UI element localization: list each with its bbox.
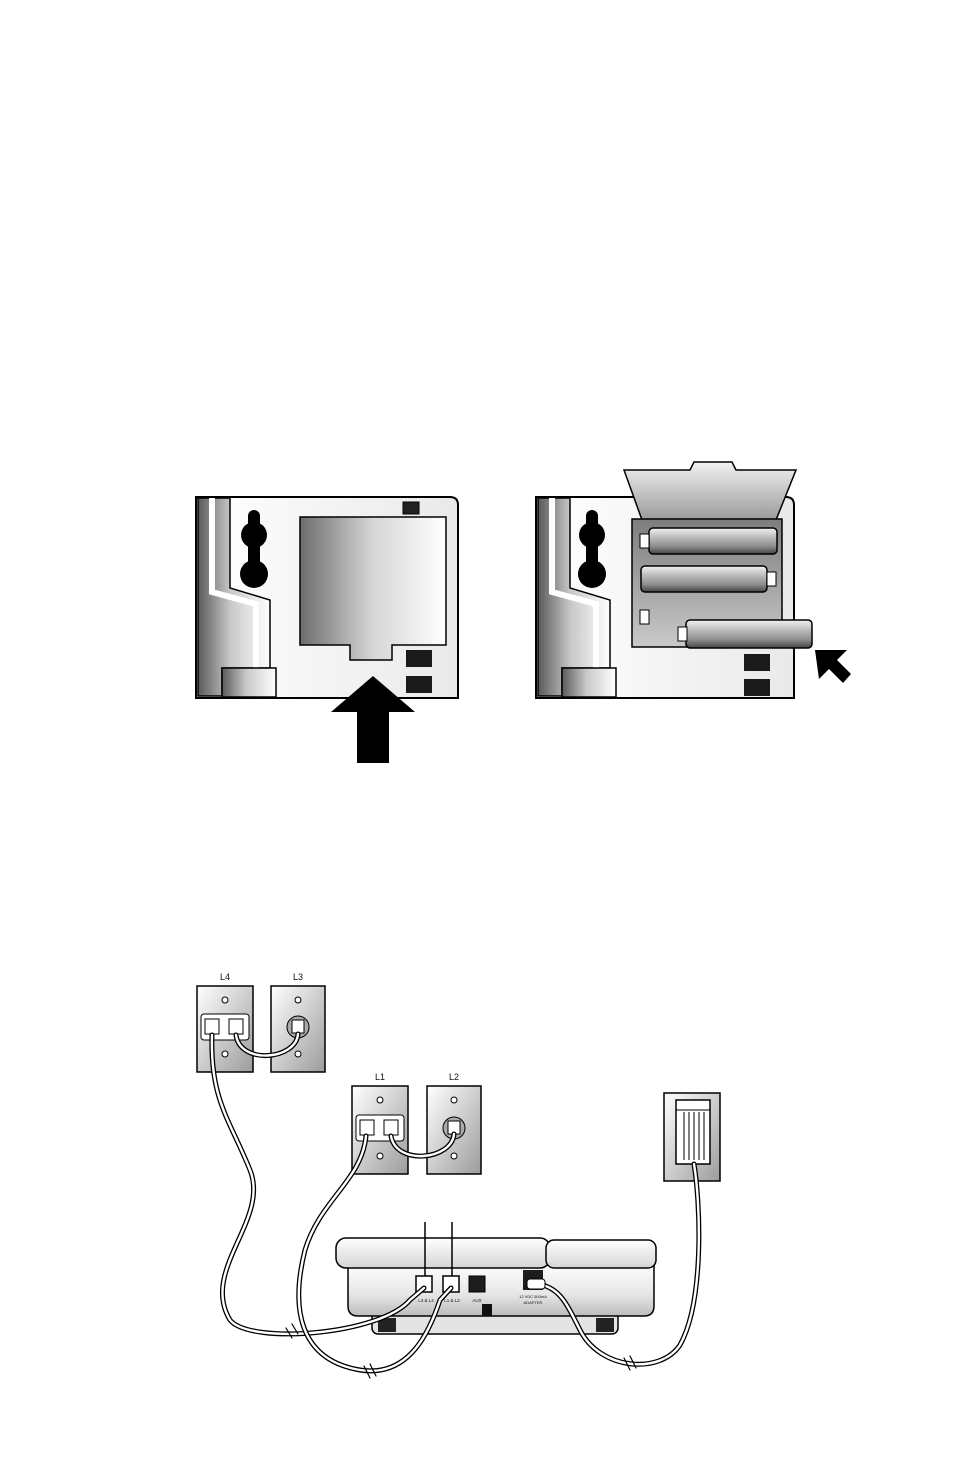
port-label-power-2: ADAPTER xyxy=(524,1300,543,1305)
wall-jack-l2 xyxy=(427,1086,481,1174)
connection-diagram: L4 L3 L1 L2 L3 & L4 L1 & L2 AUX 12 VDC 5… xyxy=(197,972,720,1378)
port-label-l1-l2: L1 & L2 xyxy=(444,1298,460,1303)
battery-icon xyxy=(641,566,776,592)
wall-jack-l3 xyxy=(271,986,325,1072)
wall-jack-l4 xyxy=(197,986,253,1072)
battery-door-open-figure xyxy=(536,462,851,698)
port-label-power-1: 12 VDC 500mA xyxy=(519,1294,547,1299)
jack-label-l1: L1 xyxy=(375,1072,385,1082)
jack-label-l3: L3 xyxy=(293,972,303,982)
port-label-aux: AUX xyxy=(472,1298,481,1303)
battery-icon xyxy=(678,620,812,648)
port-label-l3-l4: L3 & L4 xyxy=(418,1298,434,1303)
power-outlet-icon xyxy=(664,1093,720,1181)
diagonal-arrow-icon xyxy=(815,650,851,683)
jack-label-l2: L2 xyxy=(449,1072,459,1082)
jack-label-l4: L4 xyxy=(220,972,230,982)
battery-door-closed-figure xyxy=(196,497,458,763)
battery-icon xyxy=(640,528,777,554)
